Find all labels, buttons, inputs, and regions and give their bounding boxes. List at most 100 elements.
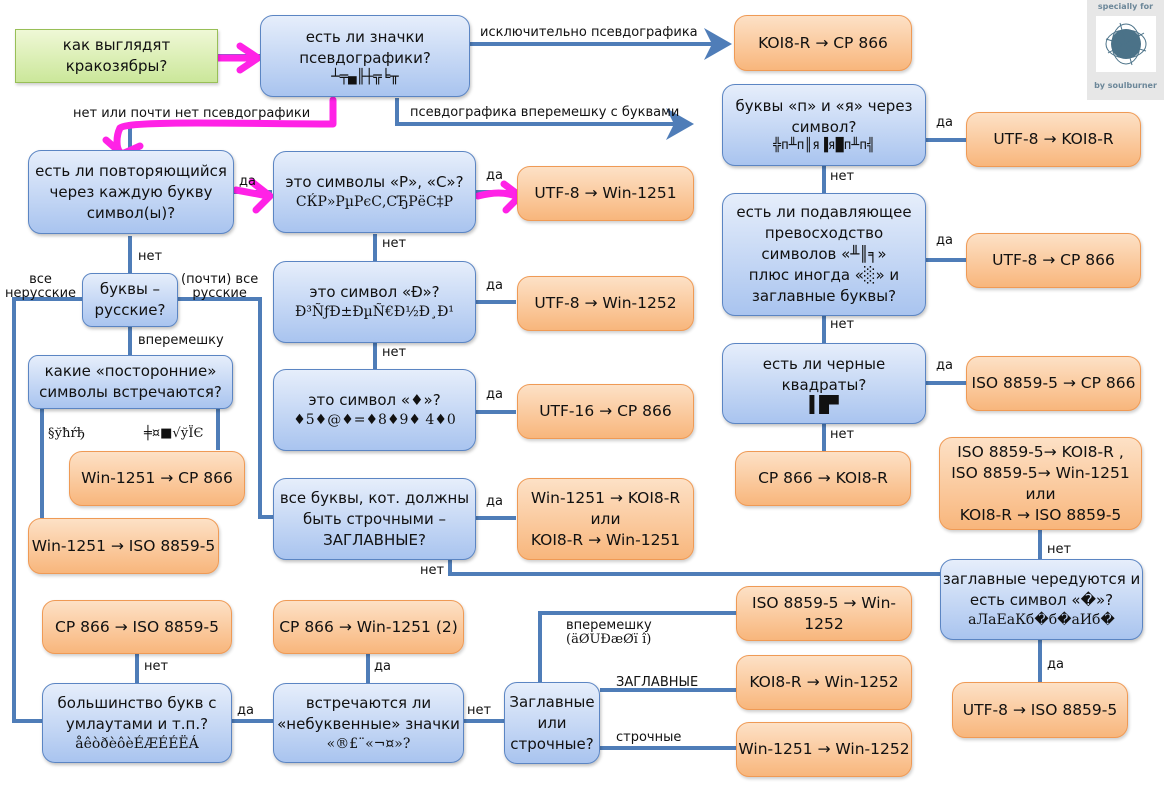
answer-iso-cp866: ISO 8859-5 → CP 866 [966,356,1141,411]
question-text: превосходство [764,224,884,242]
answer-text: UTF-8 → KOI8-R [993,130,1114,148]
answer-text: KOI8-R → ISO 8859-5 [959,505,1122,524]
label-all-nonrussian: все нерусские [5,273,76,301]
question-text: квадраты? [781,375,867,394]
label-no: нет [138,249,163,264]
answer-text: UTF-8 → ISO 8859-5 [962,700,1118,719]
question-text: это символ «Ð»? [309,283,440,301]
answer-cp866-iso: CP 866 → ISO 8859-5 [42,600,232,654]
start-line: кракозябры? [65,57,168,75]
question-black-squares: есть ли черные квадраты? ▌█▀ [722,343,926,424]
question-box-dominance: есть ли подавляющее превосходство символ… [722,193,926,316]
label-yes: да [936,115,953,130]
highlight-arrow-repeat [232,178,274,214]
connector-nonrussian [12,297,82,723]
answer-text: UTF-8 → CP 866 [992,251,1115,269]
highlight-arrow-rs [474,180,524,214]
answer-iso-group: ISO 8859-5→ KOI8-R , ISO 8859-5→ Win-125… [939,437,1142,530]
answer-text: ISO 8859-5→ Win-1251 [951,463,1130,482]
answer-cp866-win1251-2: CP 866 → Win-1251 (2) [273,600,464,654]
question-text: символы встречаются? [39,383,222,401]
label-text: (äØUÐæØï î) [566,632,652,647]
sample-text: ╬п╨п║я▐я█п╨п╣ [773,138,875,153]
answer-text: Win-1251 → KOI8-R [530,488,681,507]
question-text: псевдографики? [299,49,431,67]
question-rs-symbols: это символы «Р», «С»? СЌР»РµРєС‚СЂРёС‡Р [273,151,476,233]
question-text: какие «посторонние» [44,362,217,380]
question-foreign-chars: какие «посторонние» символы встречаются? [28,355,233,409]
answer-cp866-koi8r: CP 866 → KOI8-R [735,451,911,506]
sample-text: åêòðèôèÉÆÉÉËÁ [75,735,199,752]
answer-win1251-win1252: Win-1251 → Win-1252 [736,722,912,777]
answer-text: UTF-16 → CP 866 [539,402,672,420]
question-text: «небуквенные» значки [277,714,460,733]
label-yes: да [486,168,503,183]
question-all-caps: все буквы, кот. должны быть строчными – … [273,478,476,560]
answer-text: ISO 8859-5→ KOI8-R , [957,442,1124,461]
label-no: нет [420,563,445,578]
question-text: Заглавные [509,692,595,711]
badge-bottom-text: by soulburner [1094,81,1157,90]
question-text: есть ли значки [305,28,425,46]
question-text: встречаются ли [305,693,432,712]
tangled-ball-logo-icon [1095,16,1156,72]
question-text: или [537,713,567,732]
label-yes: да [1047,657,1064,672]
label-yes: да [486,278,503,293]
label-uppercase: ЗАГЛАВНЫЕ [616,675,699,690]
connector-mixed-pseudo [395,98,694,140]
answer-utf8-win1251: UTF-8 → Win-1251 [517,166,694,221]
label-no: нет [1047,542,1072,557]
answer-text: KOI8-R → Win-1252 [749,673,899,691]
answer-text: Win-1251 → CP 866 [81,469,233,487]
question-text: все буквы, кот. должны [279,488,470,507]
question-diamond-symbol: это символ «♦»? ♦5♦@♦=♦8♦9♦ 4♦0 [273,369,476,451]
label-yes: да [237,703,254,718]
answer-utf16-cp866: UTF-16 → CP 866 [517,384,694,439]
connector-case-mixed [538,611,736,684]
label-yes: да [239,174,256,189]
label-yes: да [374,659,391,674]
question-text: заглавные буквы? [751,287,897,305]
answer-text: KOI8-R → Win-1251 [530,530,681,549]
label-text: нерусские [5,286,77,301]
answer-utf8-cp866: UTF-8 → CP 866 [966,233,1141,288]
label-text: (почти) все [181,272,259,287]
question-russian-letters: буквы – русские? [82,273,178,327]
question-repeating-symbol: есть ли повторяющийся через каждую букву… [28,150,234,234]
answer-text: Win-1251 → ISO 8859-5 [31,536,216,555]
answer-text: CP 866 → Win-1251 (2) [279,617,458,636]
badge-top-text: specially for [1097,2,1154,11]
question-text: это символ «♦»? [308,391,441,409]
label-text: все [29,272,52,287]
question-text: русские? [94,301,166,319]
question-alternating-caps: заглавные чередуются и есть символ «�»? … [940,559,1143,640]
answer-iso-win1252: ISO 8859-5 → Win-1252 [736,586,912,641]
label-mixed-case: вперемешку (äØUÐæØï î) [566,619,652,647]
sample-text: ♦5♦@♦=♦8♦9♦ 4♦0 [293,412,456,428]
question-text: строчные? [510,734,594,753]
label-yes: да [936,358,953,373]
question-case-type: Заглавные или строчные? [504,682,600,764]
label-yes: да [486,387,503,402]
connector-russian [178,297,274,519]
answer-text: или [1025,484,1056,503]
answer-text: или [590,509,621,528]
answer-koi8r-cp866: KOI8-R → CP 866 [734,15,912,71]
answer-utf8-win1252: UTF-8 → Win-1252 [517,276,694,331]
connector-caps-no [448,560,940,576]
answer-win1251-cp866: Win-1251 → CP 866 [69,451,245,506]
question-text: есть ли подавляющее [736,203,912,221]
answer-text: KOI8-R → CP 866 [758,33,888,52]
answer-text: ISO 8859-5 → Win-1252 [752,593,896,633]
question-p-ya: буквы «п» и «я» через символ? ╬п╨п║я▐я█п… [722,84,926,166]
start-line: как выглядят [62,36,171,54]
sample-text: «®£¨«¬¤»? [326,735,411,752]
label-mixed: вперемешку [138,333,224,348]
start-box: как выглядят кракозябры? [15,29,218,83]
question-umlauts: большинство букв с умлаутами и т.п.? åêò… [42,683,232,763]
question-d-symbol: это символ «Ð»? Ð³ÑƒÐ±ÐµÑ€Ð½Ð¸Ð¹ [273,261,476,343]
question-text: быть строчными – [303,509,446,528]
sample-text: СЌР»РµРєС‚СЂРёС‡Р [295,194,454,210]
